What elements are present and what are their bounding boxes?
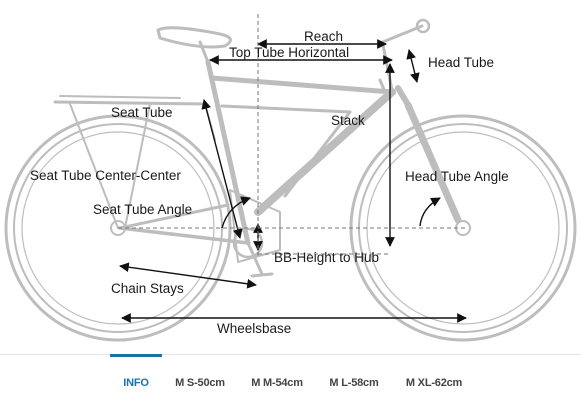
bike-geometry-diagram: Reach Top Tube Horizontal Head Tube Seat…: [4, 14, 577, 342]
label-stack: Stack: [331, 113, 365, 128]
label-reach: Reach: [304, 29, 343, 44]
tab-m-m-54cm[interactable]: M M-54cm: [251, 376, 303, 389]
label-head-tube: Head Tube: [428, 55, 494, 70]
label-head-tube-angle: Head Tube Angle: [405, 169, 509, 184]
tab-info[interactable]: INFO: [110, 354, 162, 410]
dimension-lines: [118, 14, 467, 323]
saddle: [156, 26, 232, 64]
label-chain-stays: Chain Stays: [111, 281, 184, 296]
tab-m-l-58cm[interactable]: M L-58cm: [329, 376, 379, 389]
label-wheelsbase: Wheelsbase: [217, 321, 291, 336]
labels: Reach Top Tube Horizontal Head Tube Seat…: [30, 29, 509, 336]
size-tab-bar: INFO M S-50cm M M-54cm M L-58cm M XL-62c…: [0, 354, 581, 410]
front-end: [376, 18, 462, 224]
rear-rack: [53, 95, 216, 229]
label-bb-height-to-hub: BB-Height to Hub: [274, 250, 379, 265]
label-seat-tube-center-center: Seat Tube Center-Center: [30, 168, 181, 183]
label-top-tube-horizontal: Top Tube Horizontal: [229, 45, 349, 60]
label-seat-tube-angle: Seat Tube Angle: [93, 202, 192, 217]
tab-m-xl-62cm[interactable]: M XL-62cm: [405, 376, 463, 389]
tab-m-s-50cm[interactable]: M S-50cm: [175, 376, 225, 389]
label-seat-tube: Seat Tube: [111, 105, 173, 120]
